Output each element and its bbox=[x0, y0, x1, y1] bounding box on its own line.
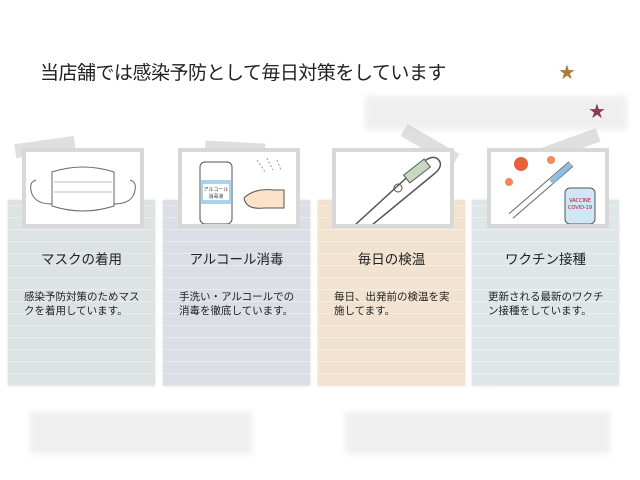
card-mask: マスクの着用 感染予防対策のためマスクを着用しています。 bbox=[8, 200, 155, 386]
card-temperature: 毎日の検温 毎日、出発前の検温を実施してます。 bbox=[318, 200, 465, 386]
card-text: 手洗い・アルコールでの消毒を徹底しています。 bbox=[179, 291, 295, 317]
star-icon: ★ bbox=[588, 99, 606, 123]
card-alcohol: アルコール消毒 手洗い・アルコールでの消毒を徹底しています。 bbox=[163, 200, 310, 386]
card-title: 毎日の検温 bbox=[357, 252, 426, 268]
blurred-footer-left bbox=[30, 412, 252, 454]
page-title: 当店舗では感染予防として毎日対策をしています bbox=[40, 62, 446, 84]
card-text: 更新される最新のワクチン接種をしています。 bbox=[488, 291, 604, 317]
svg-text:VACCINE: VACCINE bbox=[569, 198, 591, 204]
card-title: ワクチン接種 bbox=[505, 252, 586, 268]
thermometer-icon bbox=[332, 148, 454, 228]
svg-text:COVID-19: COVID-19 bbox=[568, 205, 592, 211]
svg-text:消毒液: 消毒液 bbox=[208, 193, 223, 200]
card-title: マスクの着用 bbox=[41, 252, 122, 268]
svg-text:アルコール: アルコール bbox=[204, 187, 229, 193]
star-icon: ★ bbox=[558, 60, 576, 84]
card-title: アルコール消毒 bbox=[189, 252, 284, 268]
blurred-footer-right bbox=[345, 412, 610, 454]
card-vaccine: ワクチン接種 更新される最新のワクチン接種をしています。 bbox=[472, 200, 619, 386]
sanitizer-icon: アルコール消毒液 bbox=[178, 148, 300, 228]
mask-icon bbox=[22, 148, 144, 228]
card-text: 毎日、出発前の検温を実施してます。 bbox=[334, 291, 450, 317]
card-text: 感染予防対策のためマスクを着用しています。 bbox=[24, 291, 140, 317]
